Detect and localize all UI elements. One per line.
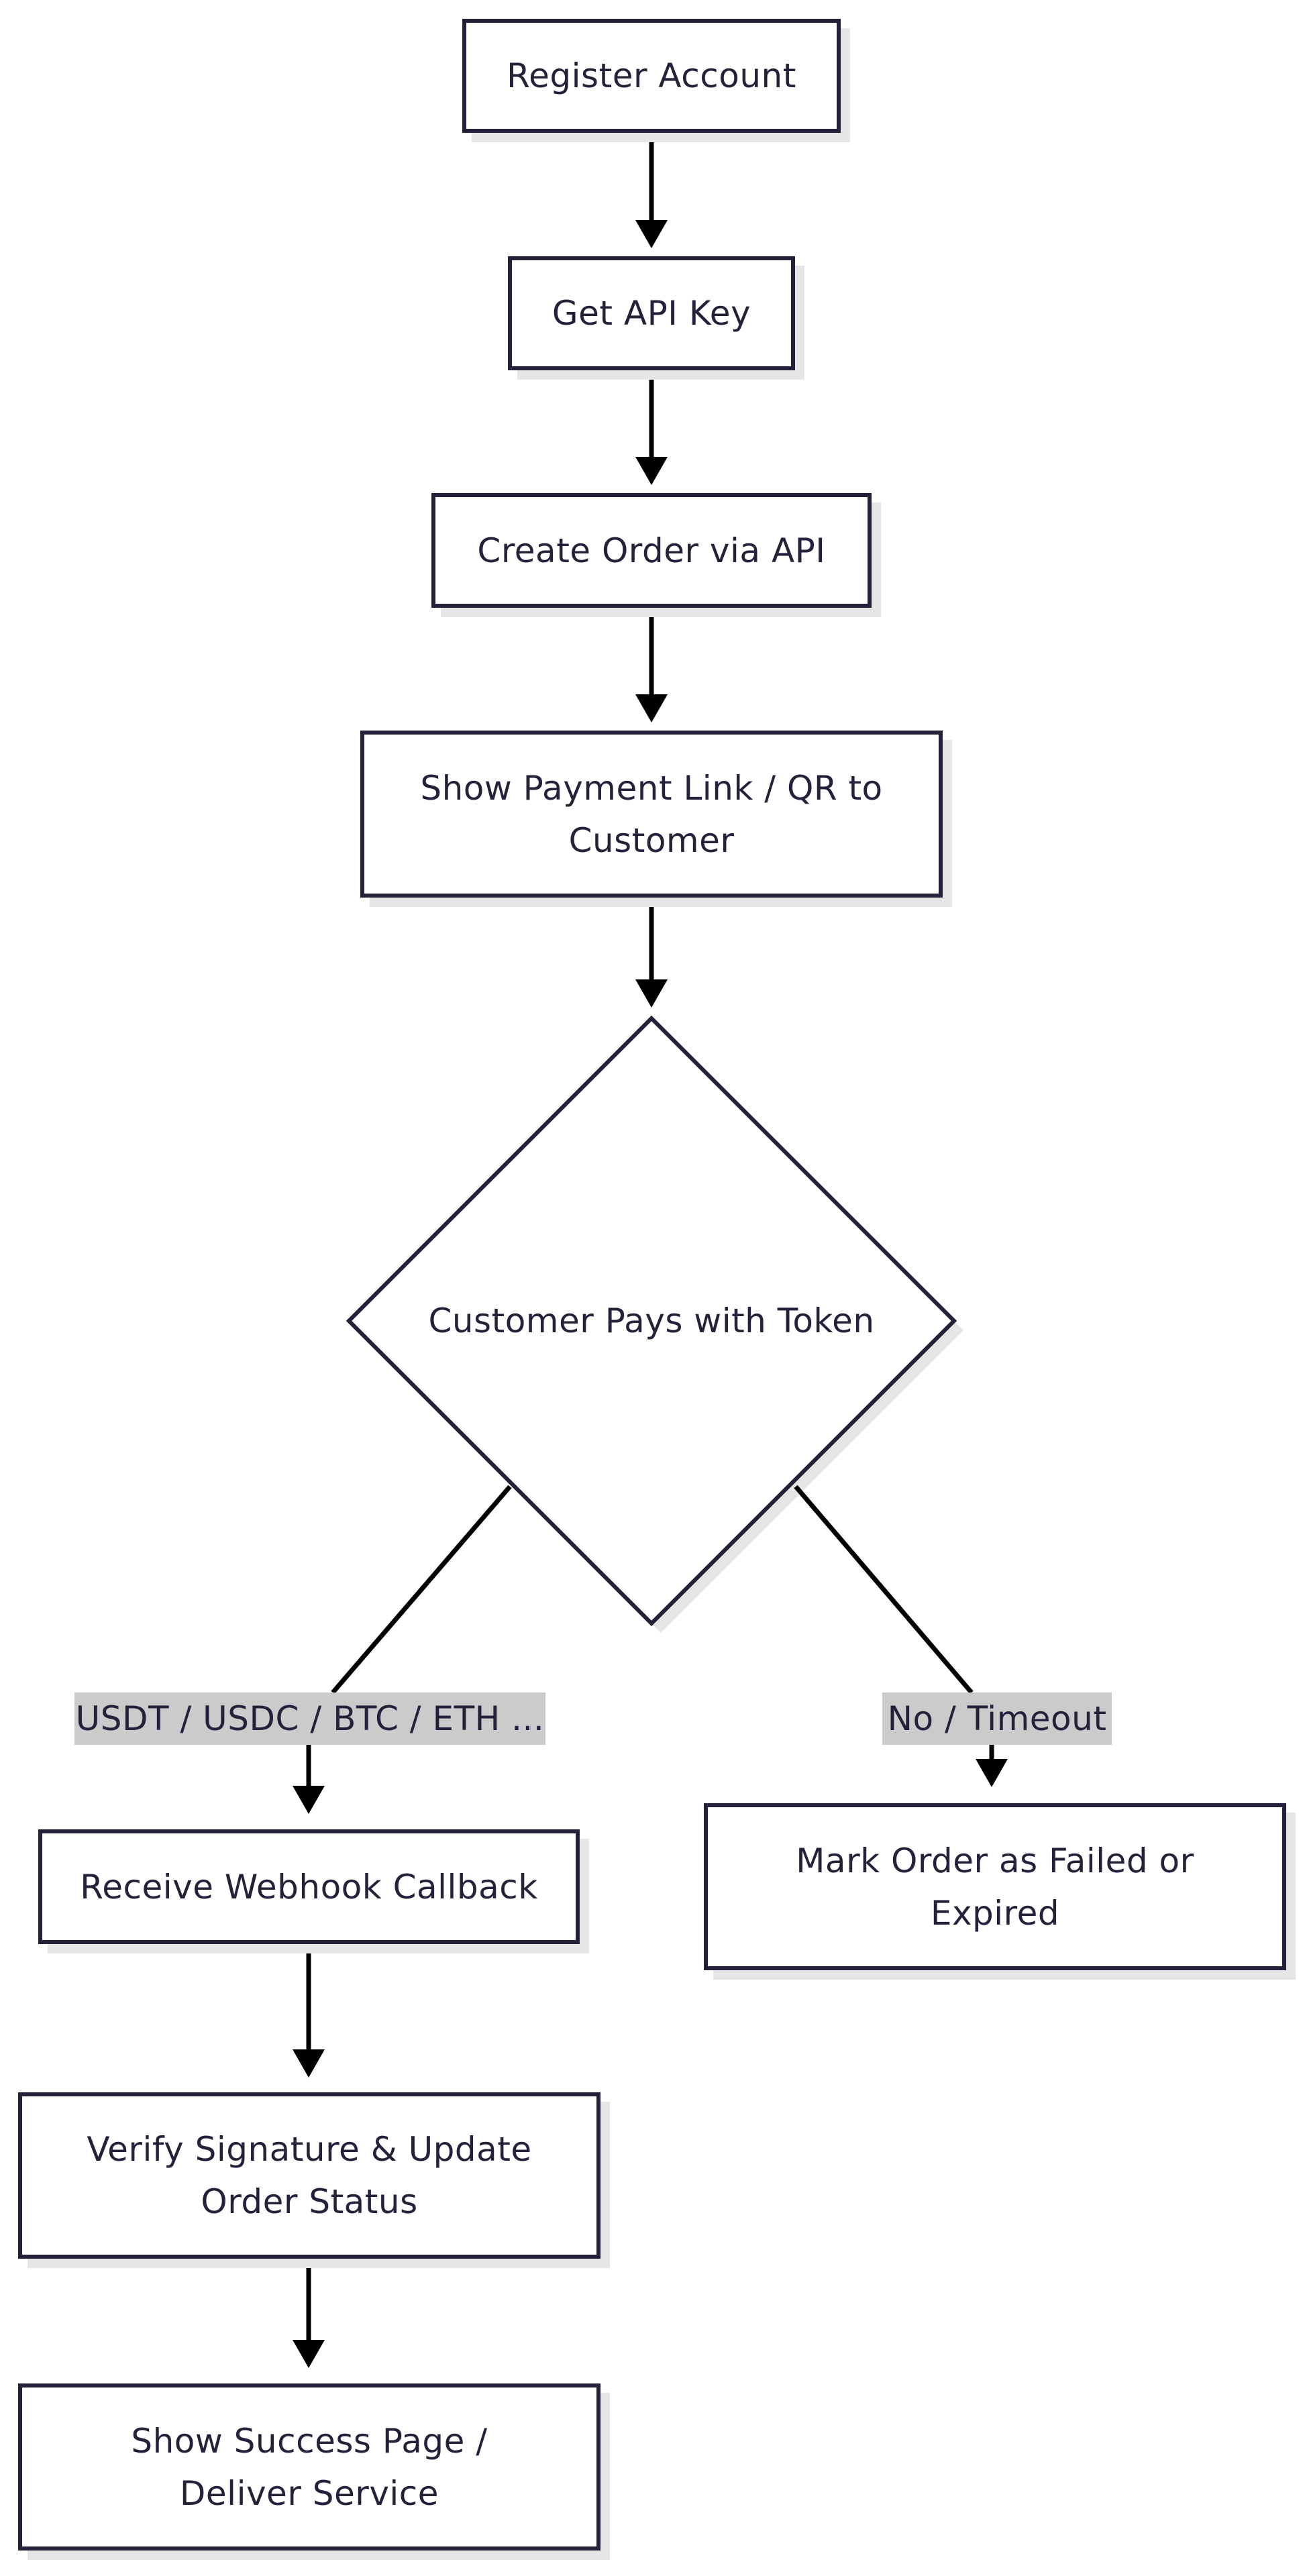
- edge-label-paid-tokens-text: USDT / USDC / BTC / ETH ...: [75, 1699, 545, 1738]
- arrowhead-api-key: [635, 220, 668, 248]
- node-register-account-label: Register Account: [507, 56, 796, 95]
- arrowhead-decision: [635, 979, 668, 1008]
- arrowhead-verify: [293, 2049, 325, 2078]
- node-create-order: Create Order via API: [431, 493, 872, 608]
- decision-diamond: [346, 1015, 957, 1627]
- node-show-success-label: Show Success Page / Deliver Service: [131, 2421, 488, 2513]
- node-receive-webhook-label: Receive Webhook Callback: [80, 1867, 538, 1907]
- decision-label: Customer Pays with Token: [428, 1301, 875, 1340]
- node-create-order-label: Create Order via API: [477, 531, 826, 570]
- arrowhead-show-link: [635, 694, 668, 722]
- node-show-success: Show Success Page / Deliver Service: [18, 2383, 600, 2551]
- node-get-api-key: Get API Key: [508, 256, 795, 370]
- arrowhead-failed: [976, 1759, 1008, 1787]
- node-receive-webhook: Receive Webhook Callback: [38, 1829, 580, 1944]
- decision-label-box: Customer Pays with Token: [396, 1295, 907, 1347]
- node-show-payment-link: Show Payment Link / QR to Customer: [360, 731, 943, 898]
- edge-label-no-timeout-text: No / Timeout: [887, 1699, 1107, 1738]
- arrowhead-webhook: [293, 1786, 325, 1814]
- node-register-account: Register Account: [462, 19, 841, 133]
- arrowhead-success: [293, 2340, 325, 2368]
- node-verify-signature: Verify Signature & Update Order Status: [18, 2092, 600, 2259]
- edge-label-no-timeout: No / Timeout: [882, 1693, 1112, 1745]
- arrowhead-create-order: [635, 457, 668, 485]
- node-show-payment-link-label: Show Payment Link / QR to Customer: [420, 768, 883, 860]
- node-mark-failed-label: Mark Order as Failed or Expired: [796, 1841, 1194, 1933]
- edge-label-paid-tokens: USDT / USDC / BTC / ETH ...: [74, 1693, 545, 1745]
- node-verify-signature-label: Verify Signature & Update Order Status: [87, 2130, 532, 2221]
- edge-decision-to-not-paid-label: [794, 1485, 974, 1695]
- node-mark-failed: Mark Order as Failed or Expired: [704, 1803, 1286, 1970]
- edge-decision-to-paid-label: [331, 1485, 512, 1695]
- node-get-api-key-label: Get API Key: [552, 294, 751, 333]
